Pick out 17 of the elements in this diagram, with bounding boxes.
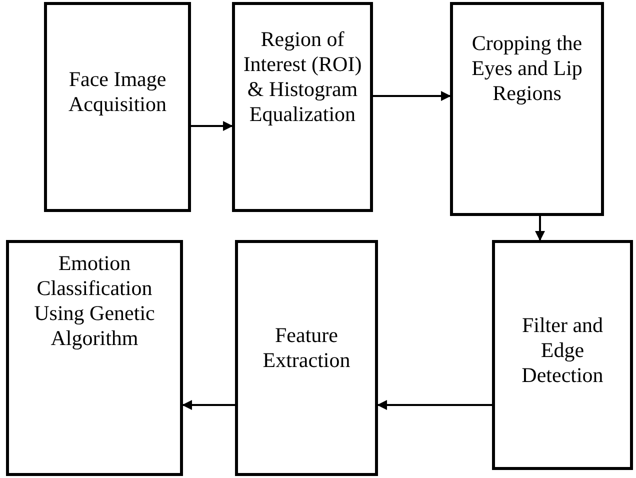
arrow bbox=[191, 121, 233, 131]
step-label: Feature Extraction bbox=[262, 323, 352, 373]
process-box bbox=[492, 240, 633, 470]
arrow bbox=[182, 400, 235, 410]
step-label: Emotion Classification Using Genetic Algorithm bbox=[33, 251, 156, 351]
process-box bbox=[232, 2, 373, 212]
step-label: Region of Interest (ROI) & Histogram Equalization bbox=[242, 27, 363, 127]
process-box bbox=[6, 240, 183, 476]
step-label: Filter and Edge Detection bbox=[520, 313, 604, 388]
arrow bbox=[373, 91, 451, 101]
arrow bbox=[535, 216, 545, 241]
process-box bbox=[450, 2, 604, 216]
process-box bbox=[235, 240, 378, 476]
step-label: Cropping the Eyes and Lip Regions bbox=[470, 31, 584, 106]
step-label: Face Image Acquisition bbox=[68, 67, 168, 117]
arrow bbox=[377, 400, 492, 410]
process-box bbox=[44, 2, 191, 212]
